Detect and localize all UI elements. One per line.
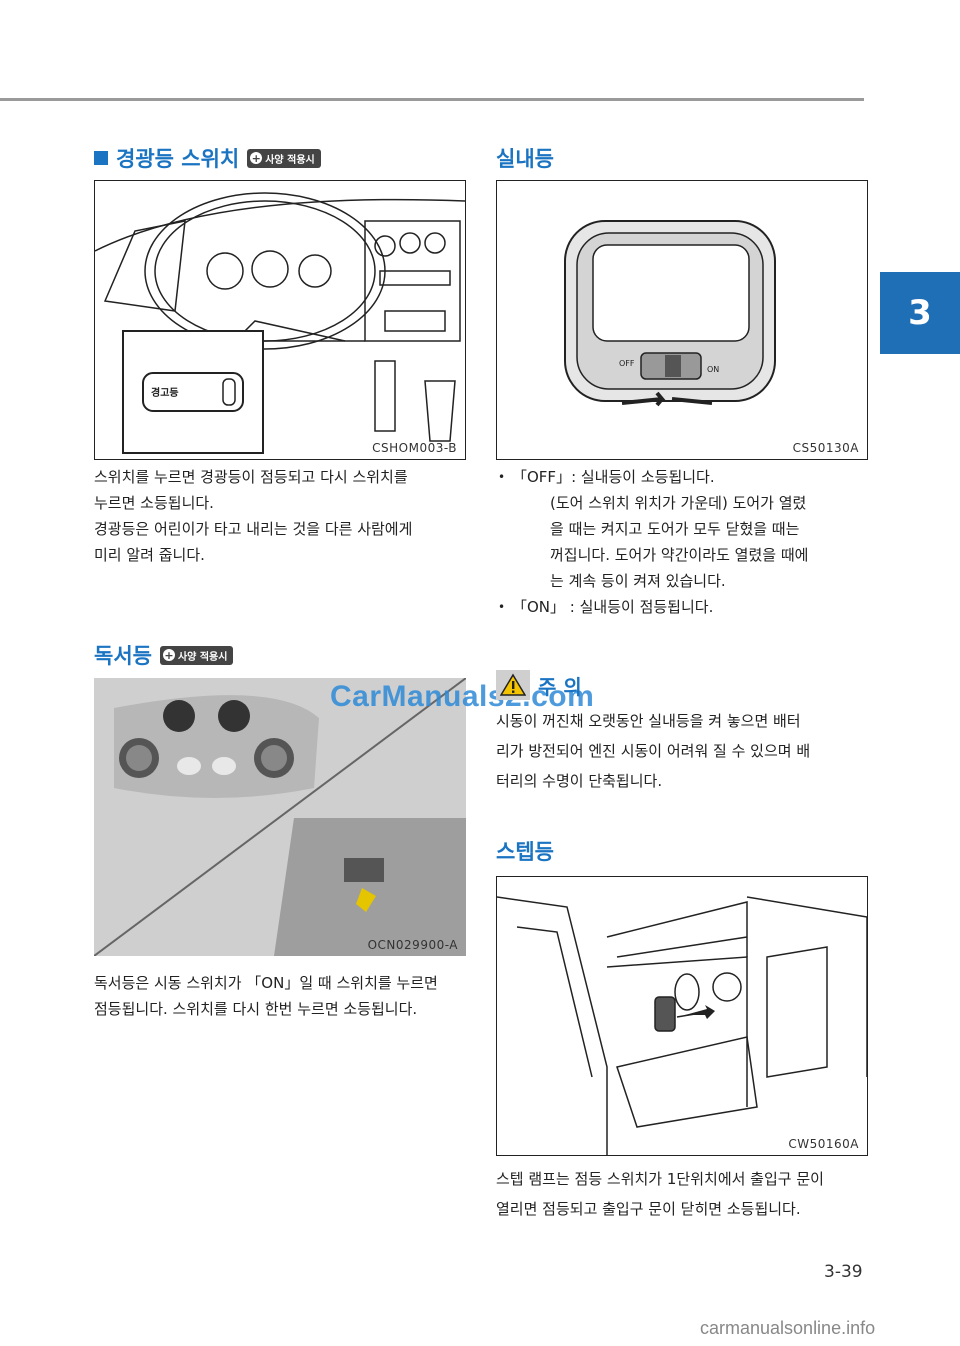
switch-off-label: OFF [619, 359, 635, 368]
step-title: 스텝등 [496, 840, 554, 864]
top-rule [0, 98, 864, 101]
room-body: 「OFF」: 실내등이 소등됩니다. (도어 스위치 위치가 가운데) 도어가 … [496, 464, 868, 620]
hazard-section-heading: 경광등 스위치 +사양 적용시 [94, 143, 466, 173]
hazard-body: 스위치를 누르면 경광등이 점등되고 다시 스위치를 누르면 소등됩니다. 경광… [94, 468, 413, 564]
watermark: CarManuals2.com [330, 680, 595, 713]
hazard-title: 경광등 스위치 [116, 147, 240, 171]
figure-code: CSHOM003-B [372, 441, 457, 455]
hazard-switch-inset [142, 372, 244, 412]
bullet-off: 「OFF」: 실내등이 소등됩니다. [496, 464, 868, 490]
figure-code: CW50160A [788, 1137, 859, 1151]
inset-label: 경고등 [151, 388, 179, 399]
hazard-switch-figure: 경고등 CSHOM003-B [94, 180, 466, 460]
option-badge: +사양 적용시 [247, 148, 321, 168]
reading-lamp-illustration [94, 678, 466, 956]
step-body: 스텝 램프는 점등 스위치가 1단위치에서 출입구 문이 열리면 점등되고 출입… [496, 1170, 824, 1218]
bullet-on: 「ON」 : 실내등이 점등됩니다. [496, 594, 868, 620]
switch-on-label: ON [707, 365, 720, 374]
section-title: 스텝등 [496, 836, 868, 866]
plus-icon: + [250, 151, 263, 165]
reading-title: 독서등 [94, 644, 152, 668]
plus-icon: + [162, 648, 175, 662]
chapter-tab[interactable]: 3 [880, 272, 960, 354]
room-lamp-illustration [564, 220, 776, 407]
option-badge: +사양 적용시 [159, 645, 234, 665]
room-lamp-figure: OFF ON CS50130A [496, 180, 868, 460]
section-title: 독서등 +사양 적용시 [94, 640, 466, 670]
warning-triangle-icon [496, 670, 530, 700]
room-title: 실내등 [496, 147, 554, 171]
caution-title: 주 의 [496, 670, 868, 700]
reading-section-heading: 독서등 +사양 적용시 [94, 640, 466, 670]
reading-lamp-photo: OCN029900-A [94, 678, 466, 956]
figure-code: CS50130A [792, 441, 859, 455]
section-title: 실내등 [496, 143, 868, 173]
step-lamp-figure: CW50160A [496, 876, 868, 1156]
room-section-heading: 실내등 [496, 143, 868, 173]
step-lamp-illustration [497, 896, 867, 1155]
figure-code: OCN029900-A [367, 938, 458, 952]
dashboard-illustration [95, 192, 465, 454]
square-bullet-icon [94, 151, 108, 165]
caution-block: 주 의 시동이 꺼진채 오랫동안 실내등을 켜 놓으면 배터 리가 방전되어 엔… [496, 670, 868, 796]
page-number: 3-39 [824, 1262, 863, 1282]
footer-watermark: carmanualsonline.info [700, 1318, 876, 1338]
reading-body: 독서등은 시동 스위치가 「ON」일 때 스위치를 누르면 점등됩니다. 스위치… [94, 974, 438, 1018]
step-section-heading: 스텝등 [496, 836, 868, 866]
section-title: 경광등 스위치 +사양 적용시 [94, 143, 466, 173]
